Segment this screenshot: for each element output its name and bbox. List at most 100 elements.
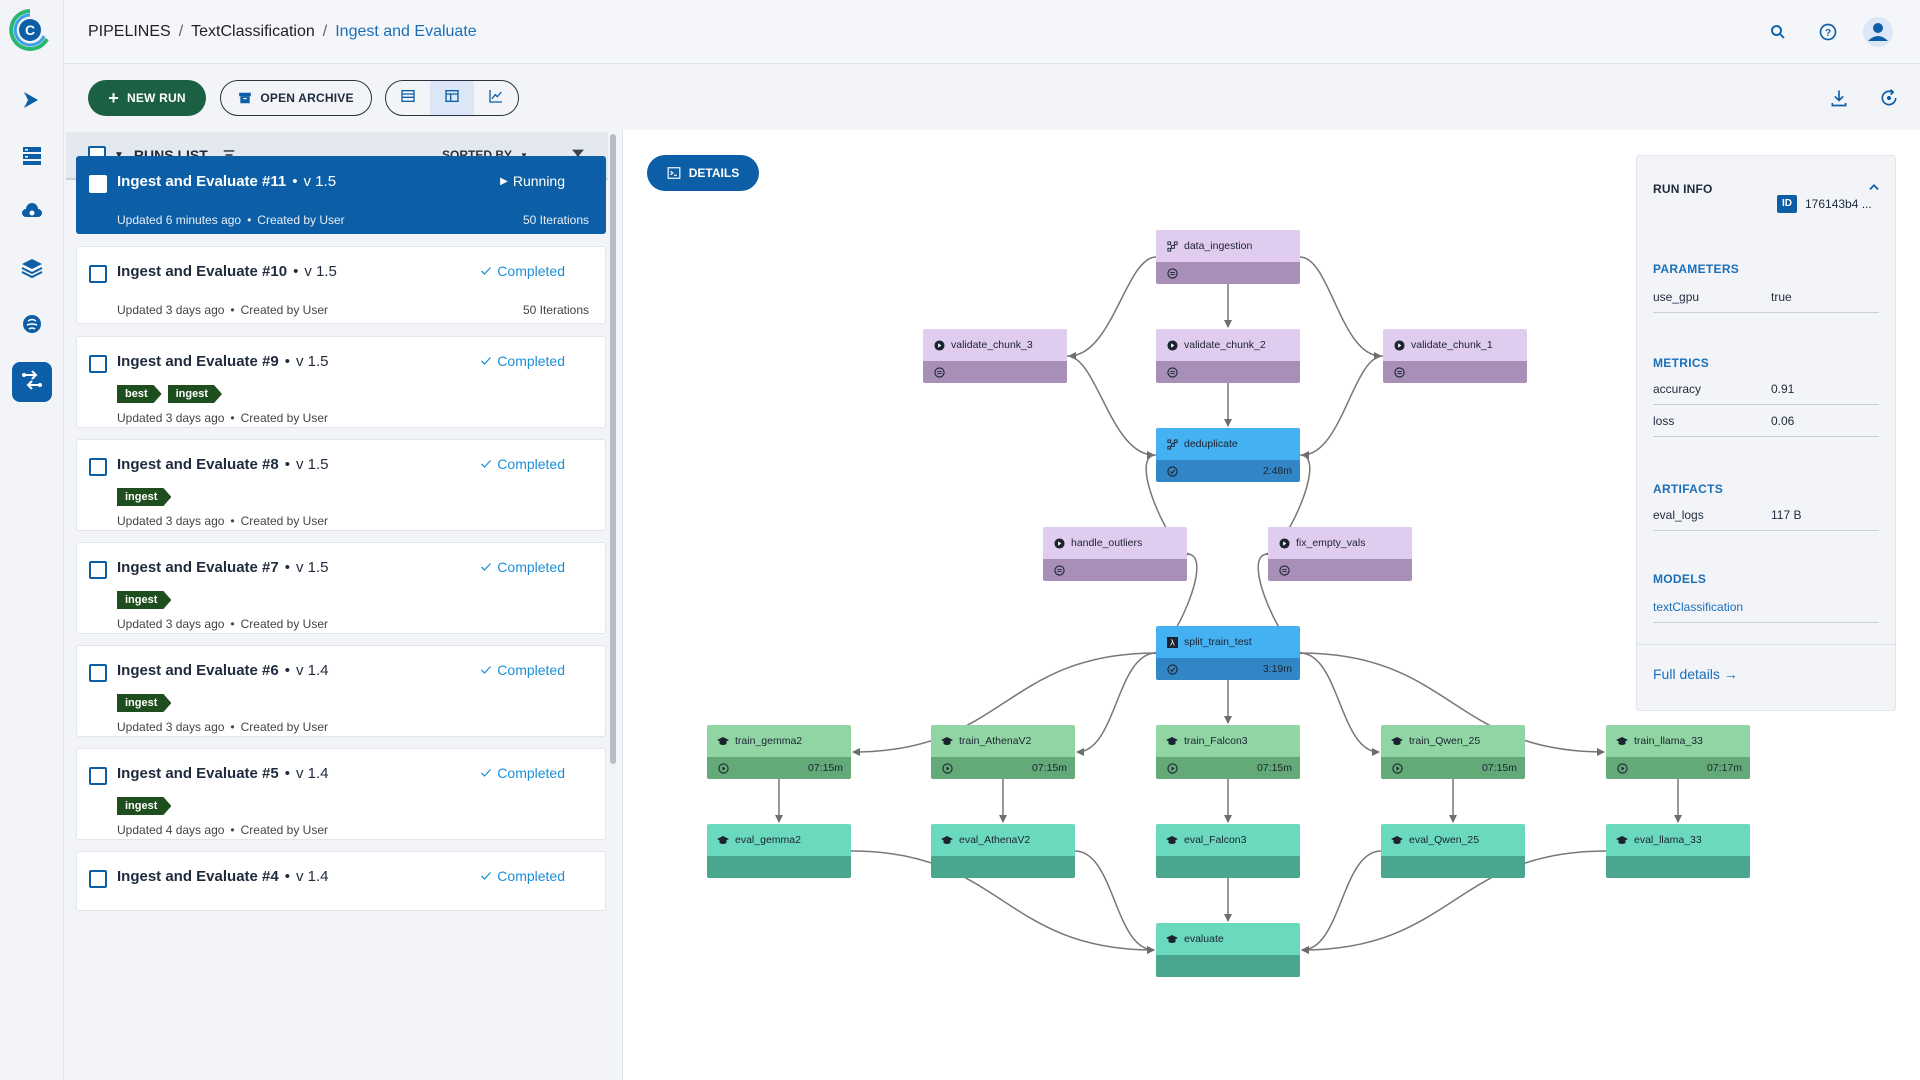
artifact-value: 117 B xyxy=(1771,508,1802,522)
node-status-bar: 2:48m xyxy=(1156,460,1300,482)
run-checkbox[interactable] xyxy=(89,458,107,476)
pipeline-graph: DETAILS data_ingestion validate_chunk_3 va… xyxy=(622,130,1920,1080)
plus-icon: + xyxy=(108,87,119,108)
auto-refresh-icon[interactable] xyxy=(1877,86,1901,110)
node-eval-llama-33[interactable]: eval_llama_33 xyxy=(1606,824,1750,878)
collapse-chevron-icon[interactable] xyxy=(1867,180,1881,199)
details-view-button[interactable] xyxy=(430,81,474,115)
run-created-by: Created by User xyxy=(240,514,328,528)
run-checkbox[interactable] xyxy=(89,767,107,785)
node-label: data_ingestion xyxy=(1184,240,1253,252)
metric-row: accuracy 0.91 xyxy=(1653,374,1879,405)
graduation-cap-icon xyxy=(941,735,953,747)
new-run-button[interactable]: + NEW RUN xyxy=(88,80,206,116)
nav-datasets[interactable] xyxy=(12,138,52,178)
node-eval-gemma2[interactable]: eval_gemma2 xyxy=(707,824,851,878)
run-updated: Updated 3 days ago xyxy=(117,514,225,528)
cloud-gear-icon xyxy=(20,200,44,229)
compare-view-button[interactable] xyxy=(474,81,518,115)
node-status-bar xyxy=(923,361,1067,383)
node-handle-outliers[interactable]: handle_outliers xyxy=(1043,527,1187,581)
metric-key: accuracy xyxy=(1653,382,1702,396)
select-menu-caret-icon[interactable]: ▼ xyxy=(114,149,124,161)
nav-orchestration[interactable] xyxy=(12,82,52,122)
play-circle-icon xyxy=(1393,339,1405,351)
pending-status-icon xyxy=(1053,564,1065,576)
artifact-row[interactable]: eval_logs 117 B xyxy=(1653,500,1879,531)
node-data-ingestion[interactable]: data_ingestion xyxy=(1156,230,1300,284)
nav-cloud[interactable] xyxy=(12,194,52,234)
node-header: train_llama_33 xyxy=(1606,725,1750,757)
left-nav: C xyxy=(0,0,64,1080)
run-id[interactable]: ID 176143b4 ... xyxy=(1777,194,1872,214)
node-duration: 07:15m xyxy=(1256,762,1292,774)
avatar[interactable] xyxy=(1862,16,1894,48)
tag-badge[interactable]: ingest xyxy=(117,488,171,506)
node-validate-chunk-3[interactable]: validate_chunk_3 xyxy=(923,329,1067,383)
run-updated: Updated 3 days ago xyxy=(117,720,225,734)
download-icon[interactable] xyxy=(1827,86,1851,110)
run-checkbox[interactable] xyxy=(89,355,107,373)
filter-icon[interactable] xyxy=(570,147,586,163)
help-icon[interactable]: ? xyxy=(1814,18,1842,46)
node-eval-qwen-25[interactable]: eval_Qwen_25 xyxy=(1381,824,1525,878)
table-view-button[interactable] xyxy=(386,81,430,115)
runs-scrollbar[interactable] xyxy=(610,134,616,764)
node-eval-falcon3[interactable]: eval_Falcon3 xyxy=(1156,824,1300,878)
completed-status-icon xyxy=(1166,465,1178,477)
run-checkbox[interactable] xyxy=(89,870,107,888)
metric-value: 0.91 xyxy=(1771,382,1795,396)
breadcrumb-pipeline[interactable]: Ingest and Evaluate xyxy=(335,22,477,40)
nav-pipelines[interactable] xyxy=(12,362,52,402)
tag-badge[interactable]: ingest xyxy=(117,591,171,609)
run-status-label: Completed xyxy=(497,868,565,884)
search-icon[interactable] xyxy=(1764,18,1792,46)
run-checkbox[interactable] xyxy=(89,664,107,682)
model-link[interactable]: textClassification xyxy=(1653,600,1744,614)
run-checkbox[interactable] xyxy=(89,175,107,193)
breadcrumb-project[interactable]: TextClassification xyxy=(191,22,315,40)
app-logo[interactable]: C xyxy=(8,8,52,52)
tag-badge[interactable]: best xyxy=(117,385,162,403)
node-label: eval_AthenaV2 xyxy=(959,834,1031,846)
run-checkbox[interactable] xyxy=(89,265,107,283)
details-button[interactable]: DETAILS xyxy=(647,155,759,191)
svg-text:λ: λ xyxy=(1170,637,1175,647)
node-validate-chunk-1[interactable]: validate_chunk_1 xyxy=(1383,329,1527,383)
node-validate-chunk-2[interactable]: validate_chunk_2 xyxy=(1156,329,1300,383)
tag-badge[interactable]: ingest xyxy=(168,385,222,403)
run-meta: Updated 4 days ago•Created by User xyxy=(117,823,328,837)
tag-badge[interactable]: ingest xyxy=(117,694,171,712)
nav-layers[interactable] xyxy=(12,250,52,290)
node-status-bar xyxy=(1383,361,1527,383)
model-row[interactable]: textClassification xyxy=(1653,592,1879,623)
nav-models[interactable] xyxy=(12,306,52,346)
bullet-separator: • xyxy=(284,868,290,885)
node-eval-athenav2[interactable]: eval_AthenaV2 xyxy=(931,824,1075,878)
brain-icon xyxy=(20,312,44,341)
run-checkbox[interactable] xyxy=(89,561,107,579)
full-details-link[interactable]: Full details → xyxy=(1653,666,1738,682)
run-name: Ingest and Evaluate #7 xyxy=(117,559,279,576)
open-archive-button[interactable]: OPEN ARCHIVE xyxy=(220,80,372,116)
breadcrumb-pipelines[interactable]: PIPELINES xyxy=(88,22,171,40)
node-fix-empty-vals[interactable]: fix_empty_vals xyxy=(1268,527,1412,581)
node-evaluate[interactable]: evaluate xyxy=(1156,923,1300,977)
tag-badge[interactable]: ingest xyxy=(117,797,171,815)
